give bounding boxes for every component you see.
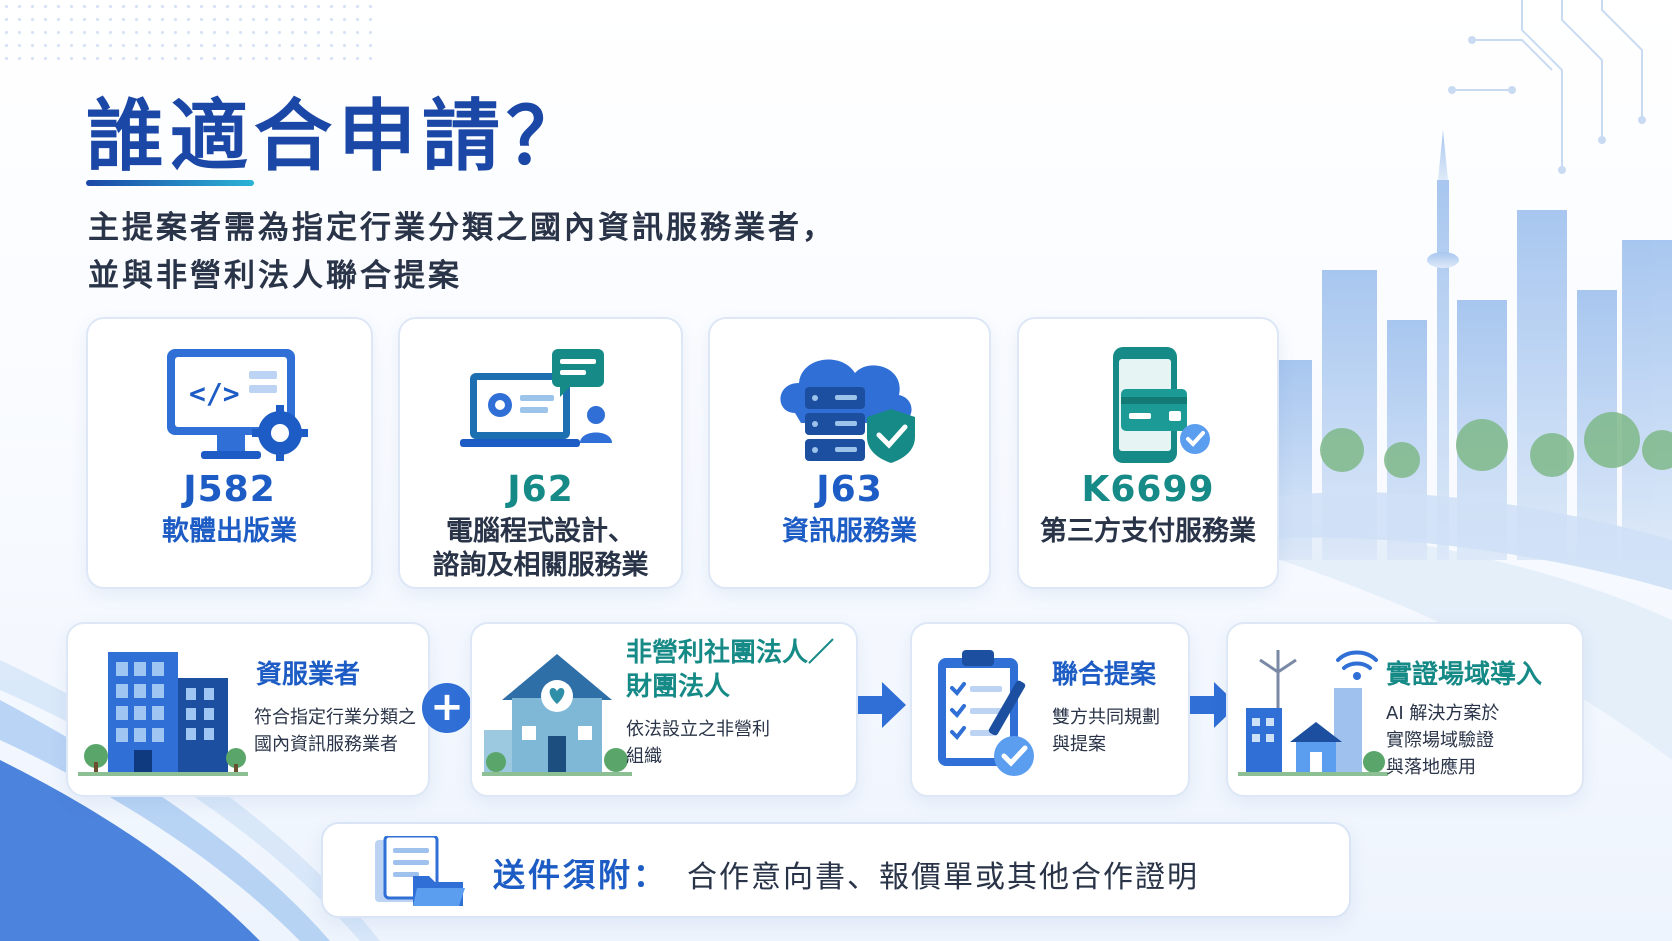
flow-title: 資服業者 bbox=[256, 660, 361, 690]
arrow-right-icon bbox=[858, 682, 906, 728]
banner-text: 合作意向書、報價單或其他合作證明 bbox=[687, 860, 1199, 895]
flow-description: 符合指定行業分類之 國內資訊服務業者 bbox=[254, 707, 416, 755]
industry-code: J582 bbox=[183, 469, 276, 510]
phone-card-check-icon bbox=[1113, 347, 1210, 463]
documents-folder-icon bbox=[375, 836, 465, 906]
industry-name: 資訊服務業 bbox=[782, 516, 917, 547]
page-title: 誰適合申請？ bbox=[86, 92, 591, 182]
flow-description: AI 解決方案於 實際場域驗證 與落地應用 bbox=[1386, 703, 1500, 778]
industry-name: 第三方支付服務業 bbox=[1040, 516, 1256, 547]
circuit-lines-decoration bbox=[1448, 0, 1646, 174]
page-subtitle: 主提案者需為指定行業分類之國內資訊服務業者， 並與非營利法人聯合提案 bbox=[88, 204, 836, 300]
laptop-chat-user-icon bbox=[459, 349, 612, 447]
clipboard-checklist-icon bbox=[938, 650, 1034, 776]
industry-name: 電腦程式設計、 諮詢及相關服務業 bbox=[432, 516, 649, 581]
industry-card-j582: </> J582 軟體出版業 bbox=[86, 317, 373, 589]
background-dot-pattern bbox=[0, 0, 380, 70]
industry-code: J62 bbox=[507, 469, 574, 510]
flow-description: 依法設立之非營利 組織 bbox=[626, 719, 770, 767]
flow-card-nonprofit: 非營利社團法人／ 財團法人 依法設立之非營利 組織 bbox=[470, 622, 858, 797]
flow-card-it-provider: 資服業者 符合指定行業分類之 國內資訊服務業者 bbox=[66, 622, 430, 797]
industry-card-j63: J63 資訊服務業 bbox=[708, 317, 991, 589]
office-building-icon bbox=[78, 652, 248, 776]
city-skyline-illustration bbox=[1252, 130, 1672, 590]
subtitle-line-1: 主提案者需為指定行業分類之國內資訊服務業者， bbox=[88, 210, 836, 246]
flow-description: 雙方共同規劃 與提案 bbox=[1052, 707, 1160, 755]
industry-name: 軟體出版業 bbox=[162, 516, 297, 547]
svg-text:</>: </> bbox=[189, 377, 240, 410]
flow-title: 聯合提案 bbox=[1052, 660, 1157, 690]
flow-title: 非營利社團法人／ 財團法人 bbox=[626, 638, 835, 702]
industry-card-k6699: K6699 第三方支付服務業 bbox=[1017, 317, 1279, 589]
nonprofit-house-icon bbox=[482, 654, 632, 776]
industry-card-j62: J62 電腦程式設計、 諮詢及相關服務業 bbox=[398, 317, 683, 589]
subtitle-line-2: 並與非營利法人聯合提案 bbox=[88, 258, 462, 294]
plus-connector-icon: + bbox=[422, 683, 472, 733]
flow-title: 實證場域導入 bbox=[1386, 660, 1543, 690]
smart-city-field-icon bbox=[1238, 650, 1388, 776]
title-underline bbox=[86, 180, 254, 186]
required-documents-banner: 送件須附： 合作意向書、報價單或其他合作證明 bbox=[321, 822, 1351, 918]
banner-label: 送件須附： bbox=[493, 856, 669, 894]
flow-card-field-deployment: 實證場域導入 AI 解決方案於 實際場域驗證 與落地應用 bbox=[1226, 622, 1584, 797]
flow-card-joint-proposal: 聯合提案 雙方共同規劃 與提案 bbox=[910, 622, 1190, 797]
software-monitor-gear-icon: </> bbox=[166, 349, 308, 461]
industry-code: K6699 bbox=[1081, 469, 1215, 510]
industry-code: J63 bbox=[816, 469, 883, 510]
cloud-server-shield-icon bbox=[779, 359, 915, 463]
